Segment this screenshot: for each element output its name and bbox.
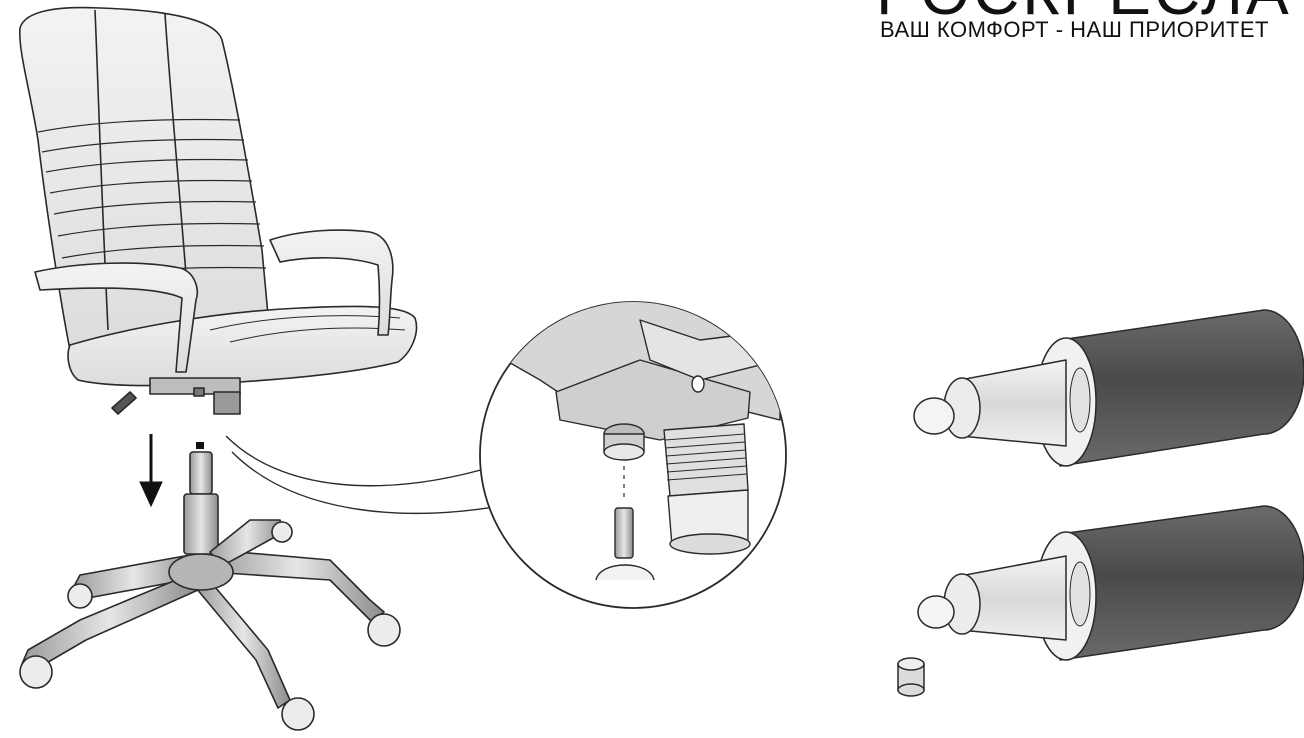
gas-lift-outer [184,494,218,554]
chair-seat-assembly [20,8,417,414]
caster-wheel [68,584,92,608]
down-arrow-icon [140,434,162,506]
caster-wheel [20,656,52,688]
bellows-cover [664,424,750,554]
base-leg [196,575,290,708]
base-hub [169,554,233,590]
caster-wheel [282,698,314,730]
gas-cylinder-bottom [918,506,1304,660]
zoom-detail [470,300,786,608]
caster-wheel [368,614,400,646]
cylinder-cap [898,658,924,696]
caster-wheel [272,522,292,542]
chair-backrest [20,8,268,350]
gas-lift-inner [190,452,212,494]
gas-cylinder-top [914,310,1304,466]
gas-lift-tip [615,508,633,558]
zoom-leader-line [226,436,500,513]
